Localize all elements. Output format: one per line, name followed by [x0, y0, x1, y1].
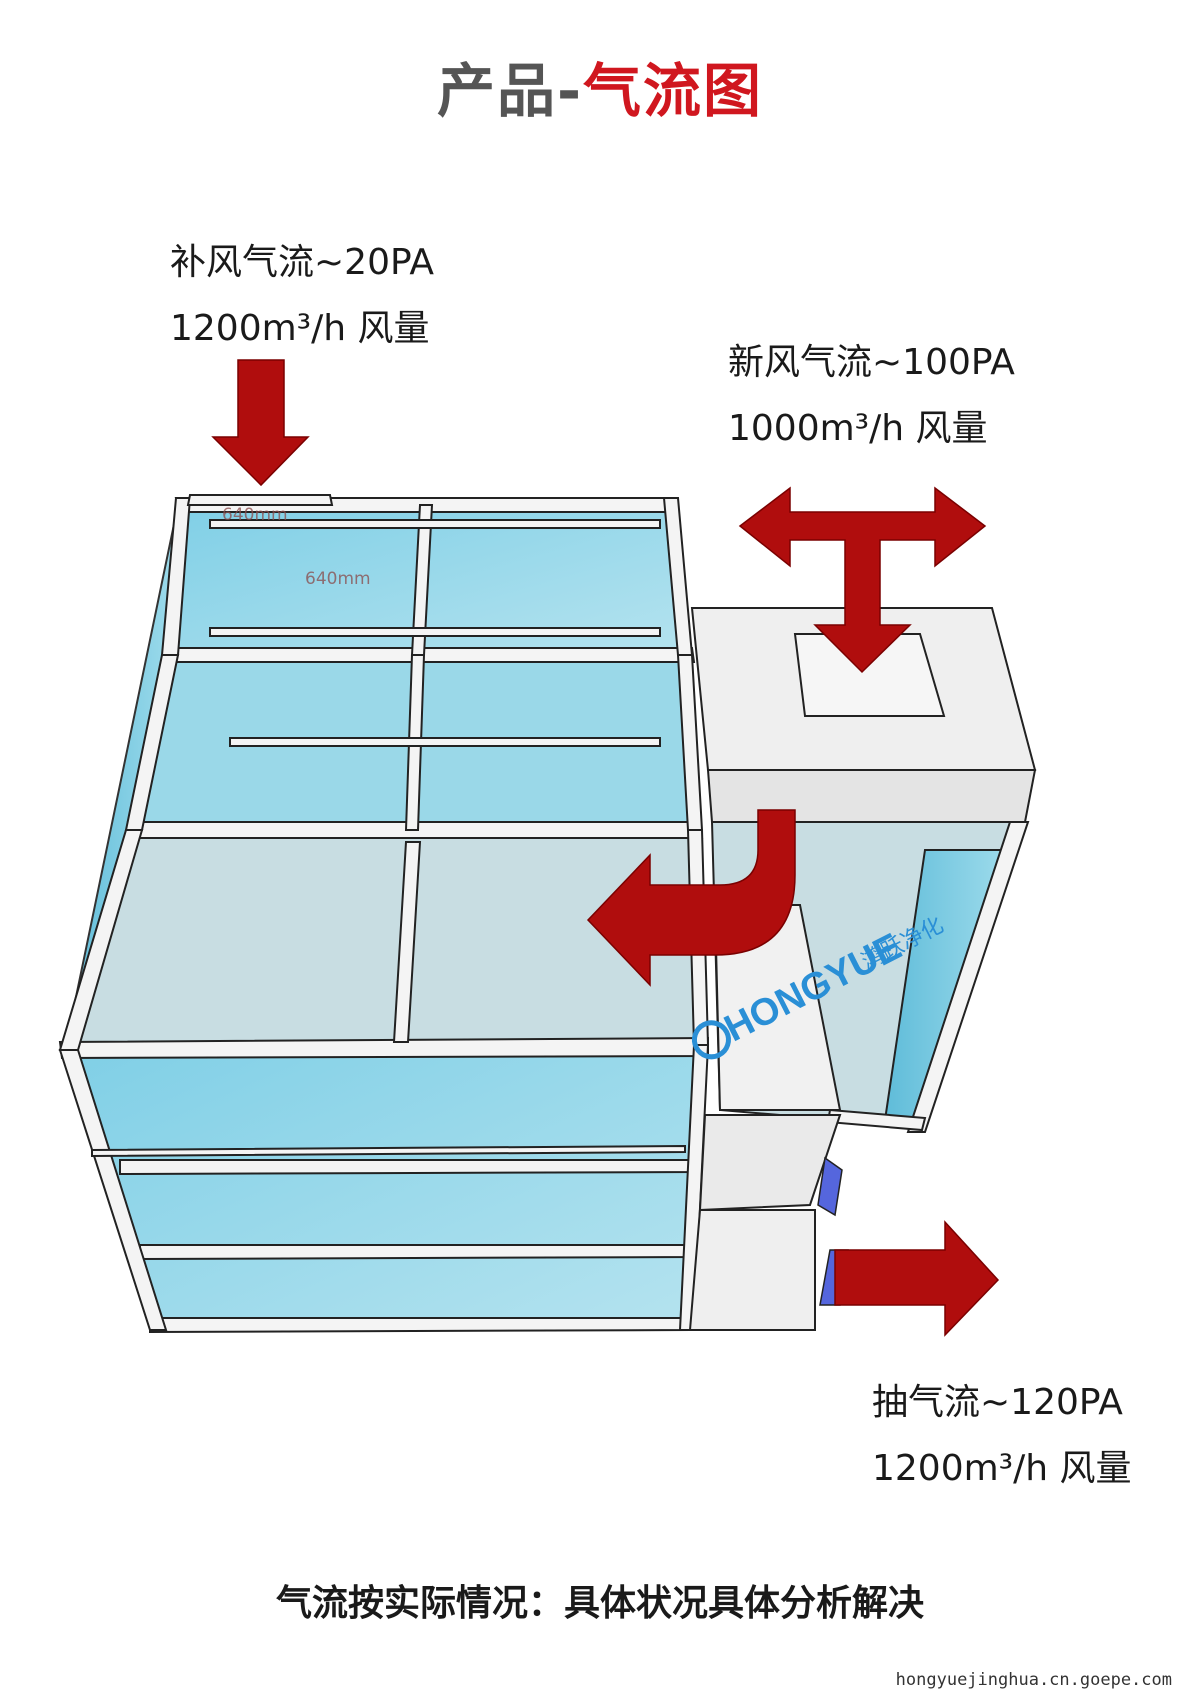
inflow-curve-arrow-icon — [586, 809, 796, 987]
footer-note: 气流按实际情况：具体状况具体分析解决 — [275, 1583, 924, 1624]
airflow-arrows — [211, 359, 1000, 1337]
fresh-air-unit — [690, 607, 1037, 823]
supply-arrow-icon — [211, 359, 310, 487]
supply-inlet-box — [186, 494, 334, 506]
page-title: 产品-气流图 — [0, 62, 1200, 120]
booth-front-face — [63, 1043, 707, 1326]
exhaust-air-pressure: 抽气流~120PA — [872, 1382, 1123, 1423]
title-accent: 气流图 — [583, 57, 764, 125]
booth-frame — [58, 497, 710, 1334]
clean-booth: 640mm 640mm — [58, 494, 710, 1334]
fresh-air-pressure: 新风气流~100PA — [728, 342, 1015, 383]
fresh-air-volume: 1000m³/h 风量 — [728, 408, 988, 449]
dimension-width: 640mm — [222, 505, 288, 525]
fresh-air-label: 新风气流~100PA 1000m³/h 风量 — [728, 330, 1015, 462]
exhaust-air-label: 抽气流~120PA 1200m³/h 风量 — [872, 1370, 1132, 1502]
dimension-depth: 640mm — [305, 569, 371, 589]
title-prefix: 产品- — [436, 57, 584, 125]
exhaust-filter-upper — [817, 1156, 843, 1217]
exhaust-arrow-icon — [834, 1220, 1000, 1337]
supply-air-label: 补风气流~20PA 1200m³/h 风量 — [170, 230, 434, 362]
supply-air-volume: 1200m³/h 风量 — [170, 308, 430, 349]
exhaust-air-volume: 1200m³/h 风量 — [872, 1448, 1132, 1489]
supply-air-pressure: 补风气流~20PA — [170, 242, 435, 283]
watermark: hongyuejinghua.cn.goepe.com — [895, 1670, 1172, 1690]
fresh-air-t-arrow-icon — [738, 486, 987, 674]
